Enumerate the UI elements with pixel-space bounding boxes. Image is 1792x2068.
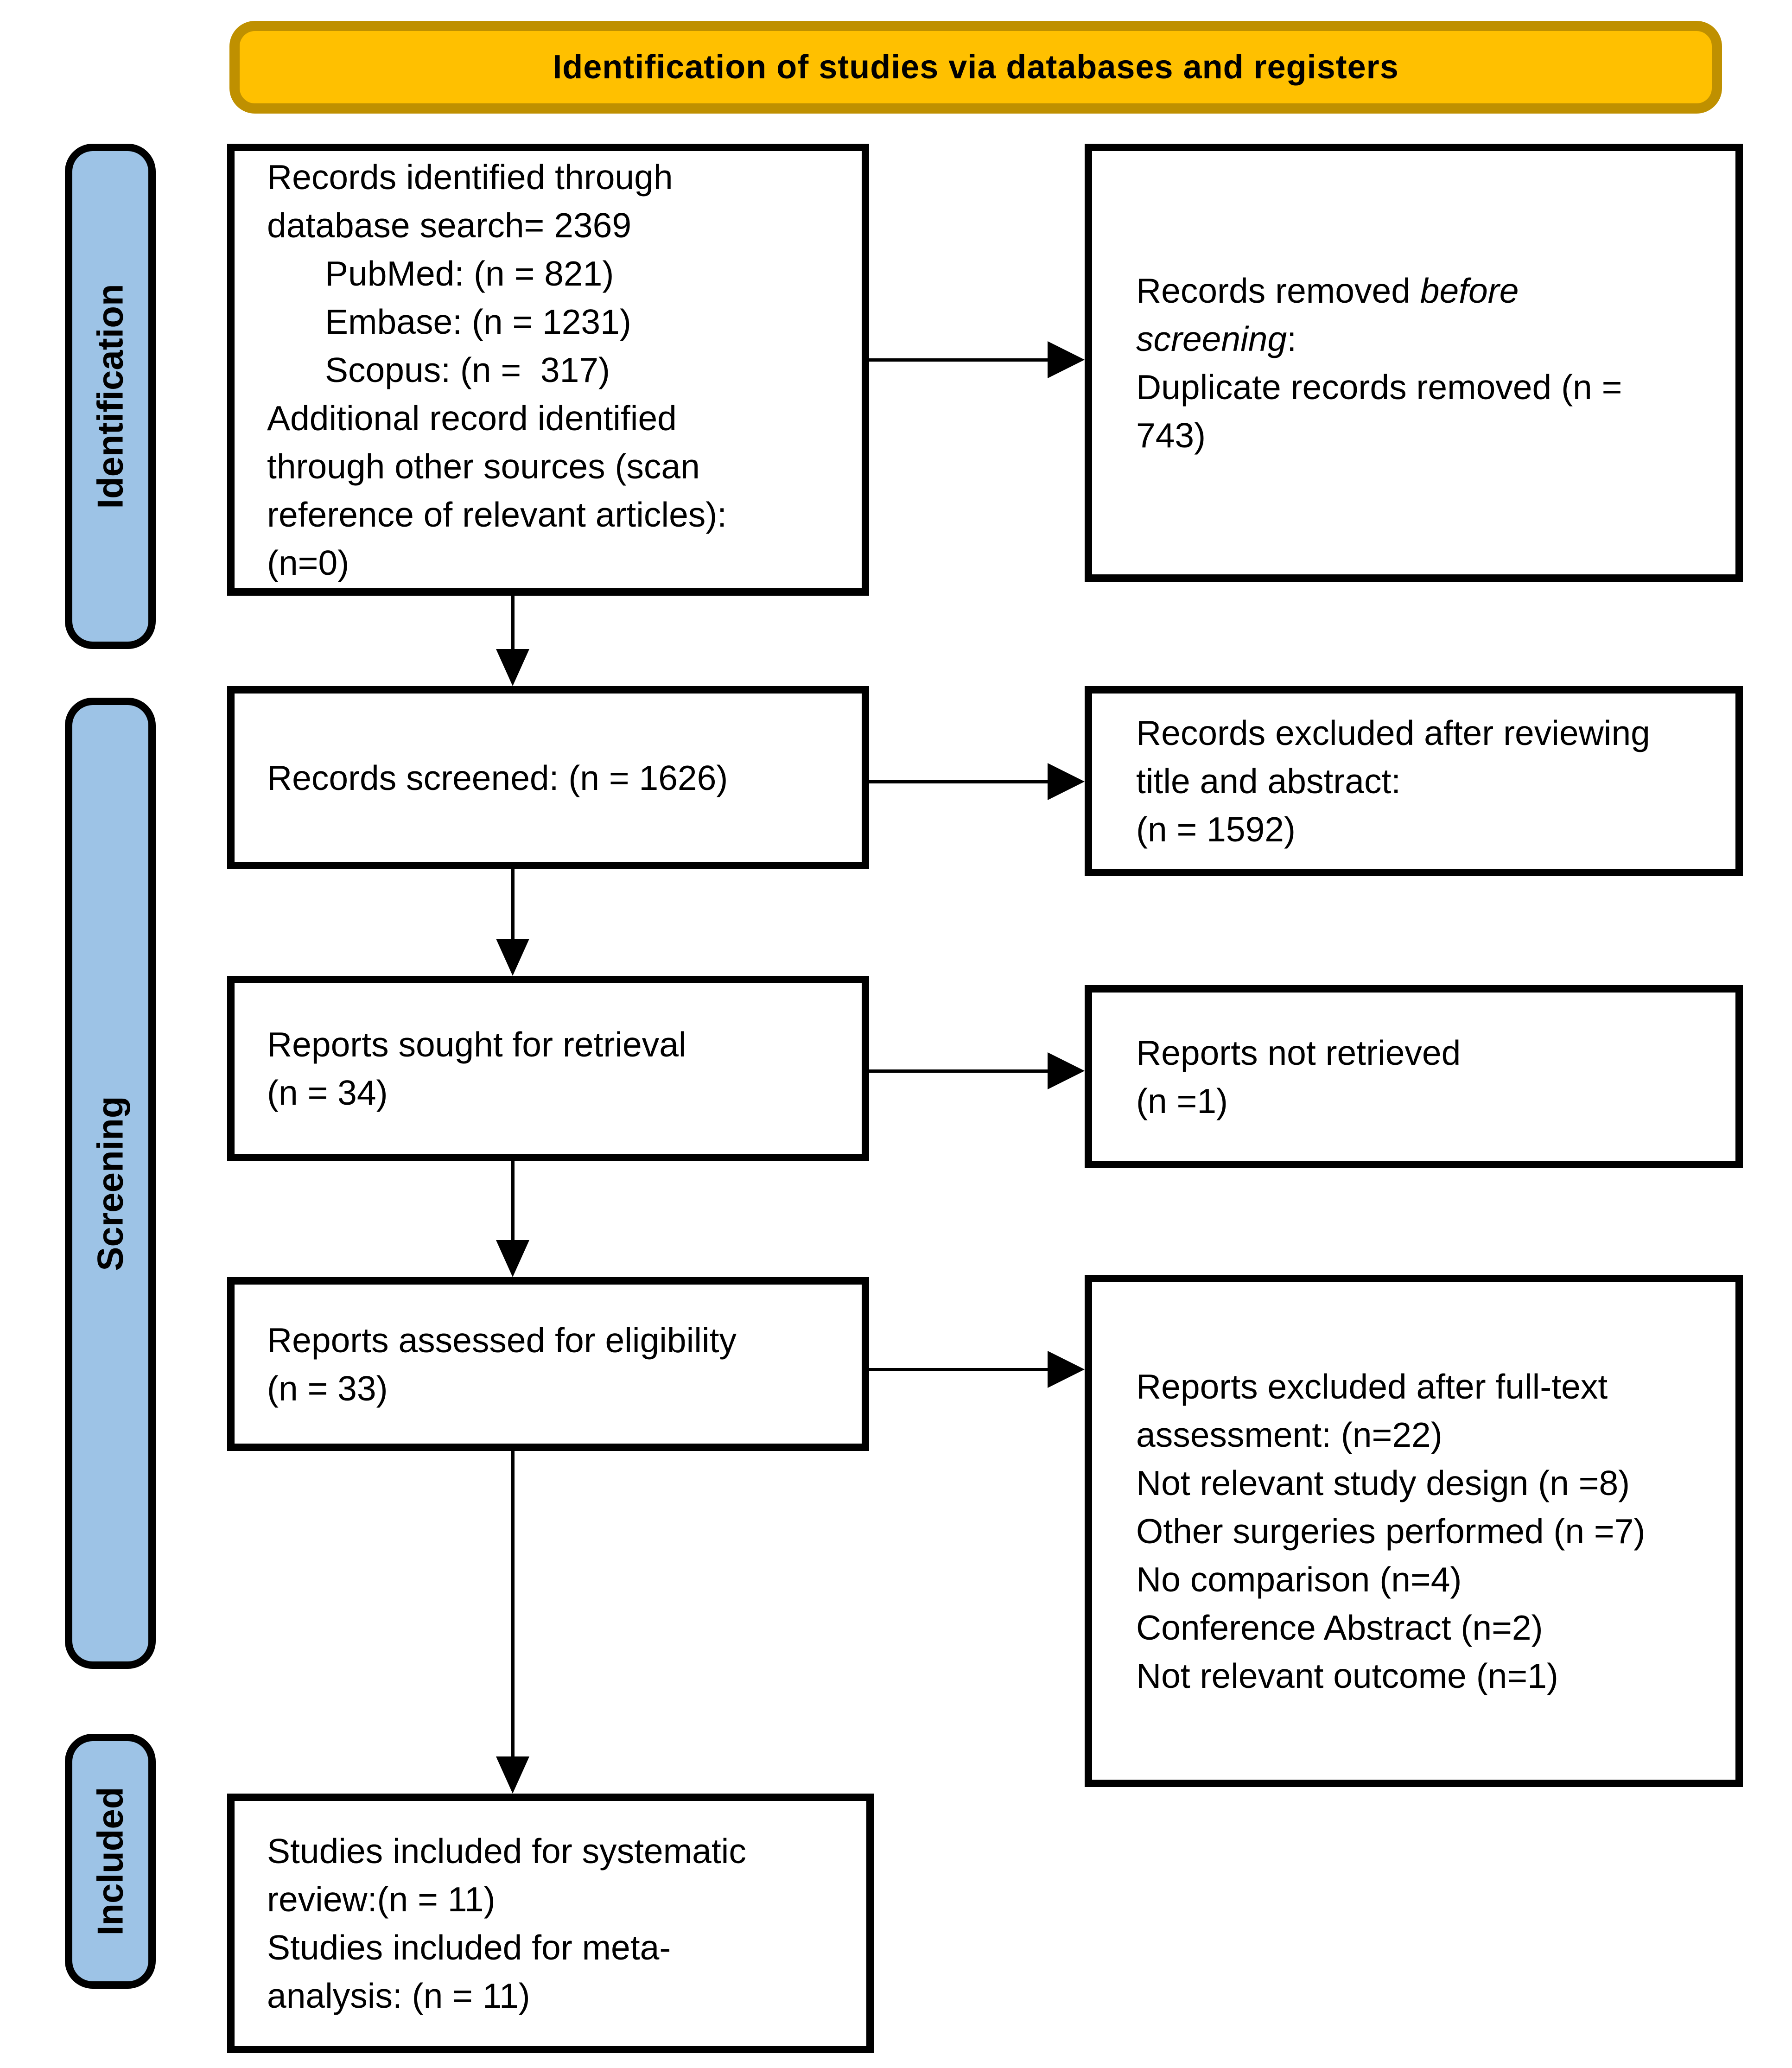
arrow-sought-to-assessed-shaft xyxy=(511,1161,515,1242)
arrow-screened-to-excluded-shaft xyxy=(869,780,1050,783)
box-records-removed-before-screening: Records removed before screening: Duplic… xyxy=(1085,144,1743,582)
box-reports-excluded-full-text-text: Reports excluded after full-text assessm… xyxy=(1136,1367,1646,1695)
arrow-screened-to-sought-shaft xyxy=(511,869,515,941)
arrow-screened-to-sought-head-icon xyxy=(496,939,529,976)
box-records-screened-text: Records screened: (n = 1626) xyxy=(267,758,728,797)
arrow-identified-to-removed-shaft xyxy=(869,358,1050,362)
stage-screening: Screening xyxy=(65,698,156,1669)
arrow-assessed-to-included-head-icon xyxy=(496,1756,529,1794)
arrow-identified-to-screened-shaft xyxy=(511,596,515,651)
banner-title: Identification of studies via databases … xyxy=(553,49,1399,86)
arrow-identified-to-removed-head-icon xyxy=(1048,341,1085,378)
arrow-assessed-to-excluded-full-text-head-icon xyxy=(1048,1351,1085,1388)
box-studies-included-text: Studies included for systematic review:(… xyxy=(267,1832,746,2015)
box-records-identified-text: Records identified through database sear… xyxy=(267,157,727,582)
box-reports-assessed: Reports assessed for eligibility (n = 33… xyxy=(227,1277,869,1451)
box-records-screened: Records screened: (n = 1626) xyxy=(227,686,869,869)
box-records-removed-text: Records removed before screening: Duplic… xyxy=(1092,267,1633,459)
box-records-excluded-title-abstract: Records excluded after reviewing title a… xyxy=(1085,686,1743,876)
stage-identification-label: Identification xyxy=(89,284,131,509)
stage-screening-label: Screening xyxy=(89,1095,131,1271)
removed-text-italic: before screening xyxy=(1136,271,1519,358)
arrow-identified-to-screened-head-icon xyxy=(496,649,529,686)
box-reports-excluded-full-text: Reports excluded after full-text assessm… xyxy=(1085,1275,1743,1787)
banner: Identification of studies via databases … xyxy=(229,21,1722,114)
stage-identification: Identification xyxy=(65,144,156,649)
box-reports-sought-text: Reports sought for retrieval (n = 34) xyxy=(267,1025,686,1112)
stage-included: Included xyxy=(65,1734,156,1989)
box-records-identified: Records identified through database sear… xyxy=(227,144,869,596)
removed-text-suffix: : Duplicate records removed (n = 743) xyxy=(1136,319,1622,455)
arrow-sought-to-not-retrieved-head-icon xyxy=(1048,1052,1085,1089)
box-reports-sought: Reports sought for retrieval (n = 34) xyxy=(227,976,869,1161)
arrow-screened-to-excluded-head-icon xyxy=(1048,763,1085,800)
box-records-excluded-title-abstract-text: Records excluded after reviewing title a… xyxy=(1136,713,1650,849)
removed-text-prefix: Records removed xyxy=(1136,271,1420,310)
arrow-sought-to-not-retrieved-shaft xyxy=(869,1069,1050,1073)
stage-included-label: Included xyxy=(89,1787,131,1936)
box-studies-included: Studies included for systematic review:(… xyxy=(227,1794,874,2053)
arrow-sought-to-assessed-head-icon xyxy=(496,1240,529,1277)
box-reports-not-retrieved: Reports not retrieved (n =1) xyxy=(1085,985,1743,1168)
arrow-assessed-to-included-shaft xyxy=(511,1451,515,1759)
arrow-assessed-to-excluded-full-text-shaft xyxy=(869,1368,1050,1371)
box-reports-assessed-text: Reports assessed for eligibility (n = 33… xyxy=(267,1320,737,1408)
box-reports-not-retrieved-text: Reports not retrieved (n =1) xyxy=(1136,1033,1461,1120)
